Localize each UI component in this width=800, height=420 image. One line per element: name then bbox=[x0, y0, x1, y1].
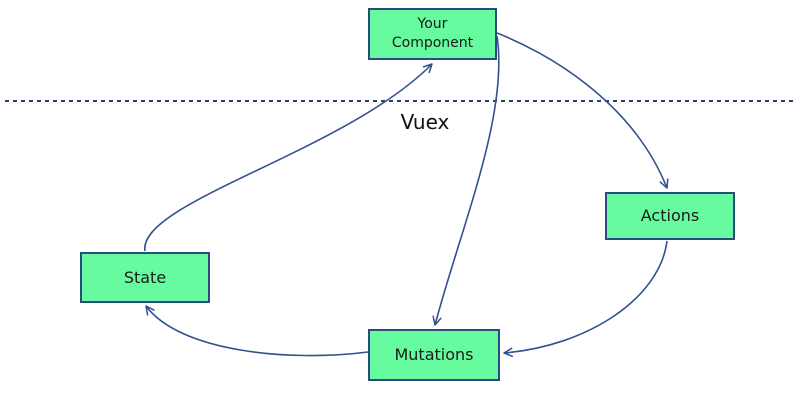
edge-state-to-component bbox=[144, 63, 433, 252]
node-your-component: Your Component bbox=[368, 8, 497, 60]
edge-actions-to-mutations bbox=[503, 240, 668, 358]
edge-component-to-actions bbox=[496, 32, 669, 189]
node-mutations: Mutations bbox=[368, 329, 500, 381]
vuex-region-label: Vuex bbox=[400, 110, 450, 134]
node-state: State bbox=[80, 252, 210, 303]
edge-mutations-to-state bbox=[145, 305, 369, 357]
edge-component-to-mutations bbox=[432, 35, 500, 326]
node-actions: Actions bbox=[605, 192, 735, 240]
